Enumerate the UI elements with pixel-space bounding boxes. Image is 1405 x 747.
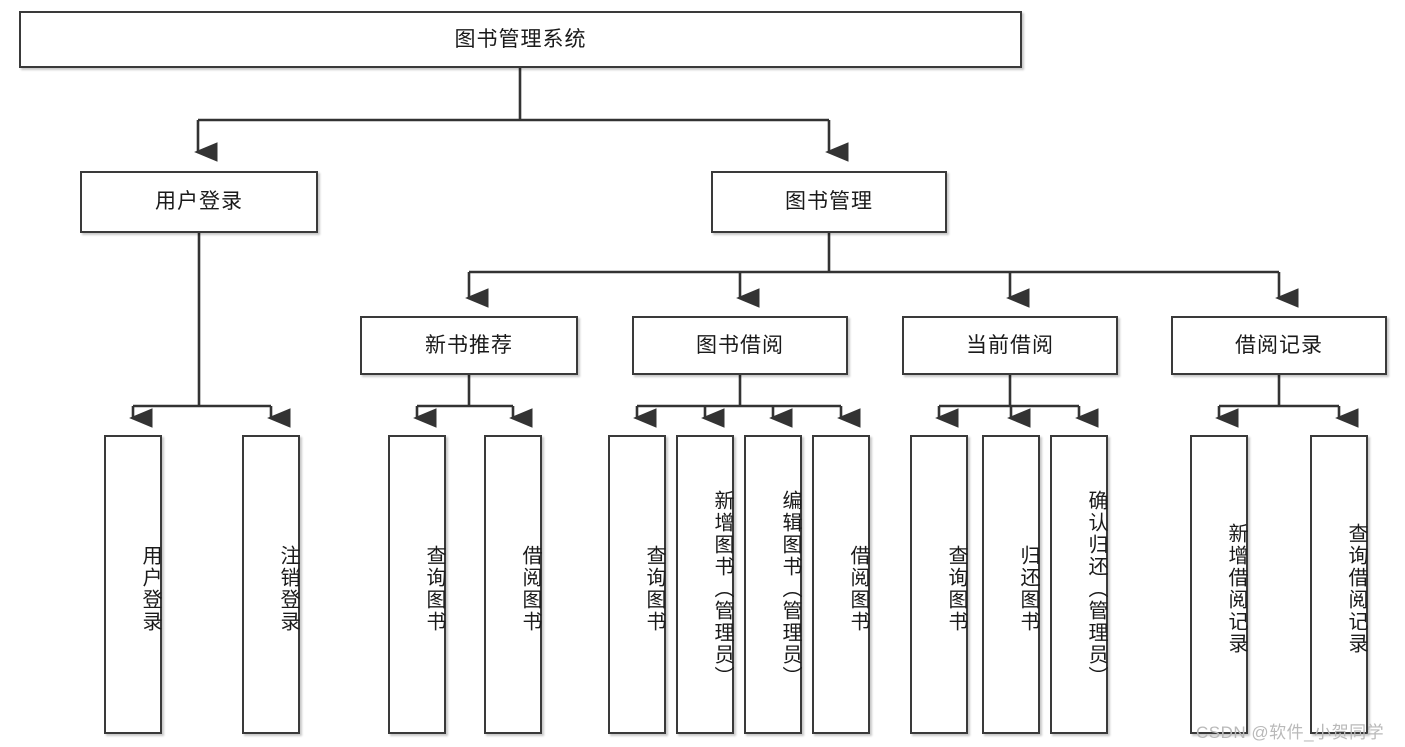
leaf-user-login[interactable]: 用户登录: [104, 435, 162, 734]
node-user-login[interactable]: 用户登录: [80, 171, 318, 233]
node-borrow-records[interactable]: 借阅记录: [1171, 316, 1387, 375]
leaf-query-book-recommend[interactable]: 查询图书: [388, 435, 446, 734]
leaf-query-book-borrow[interactable]: 查询图书: [608, 435, 666, 734]
connectors-new-book-recommend: [413, 375, 533, 428]
leaf-logout[interactable]: 注销登录: [242, 435, 300, 734]
node-new-book-recommend[interactable]: 新书推荐: [360, 316, 578, 375]
node-book-management[interactable]: 图书管理: [711, 171, 947, 233]
connectors-borrow-records: [1215, 375, 1359, 428]
leaf-borrow-book[interactable]: 借阅图书: [812, 435, 870, 734]
leaf-return-book[interactable]: 归还图书: [982, 435, 1040, 734]
leaf-edit-book-admin[interactable]: 编辑图书（管理员）: [744, 435, 802, 734]
node-book-borrow[interactable]: 图书借阅: [632, 316, 848, 375]
connectors-book-management: [465, 233, 1299, 308]
leaf-add-borrow-record[interactable]: 新增借阅记录: [1190, 435, 1248, 734]
connectors-current-borrow: [935, 375, 1099, 428]
connectors-book-borrow: [633, 375, 861, 428]
connectors-user-login: [129, 233, 291, 428]
leaf-add-book-admin[interactable]: 新增图书（管理员）: [676, 435, 734, 734]
connectors-root: [194, 68, 849, 162]
leaf-confirm-return-admin[interactable]: 确认归还（管理员）: [1050, 435, 1108, 734]
leaf-query-borrow-record[interactable]: 查询借阅记录: [1310, 435, 1368, 734]
node-current-borrow[interactable]: 当前借阅: [902, 316, 1118, 375]
csdn-watermark: CSDN @软件_小贺同学: [1196, 723, 1385, 742]
node-root[interactable]: 图书管理系统: [19, 11, 1022, 68]
leaf-borrow-book-recommend[interactable]: 借阅图书: [484, 435, 542, 734]
leaf-query-book-current[interactable]: 查询图书: [910, 435, 968, 734]
